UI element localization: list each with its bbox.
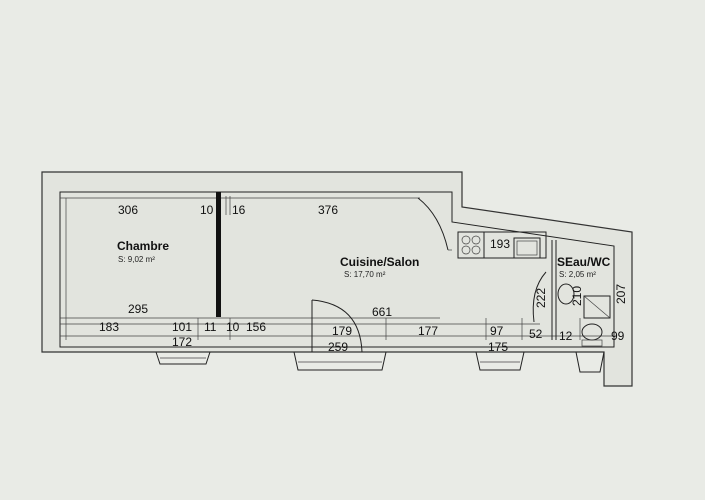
- dim-210: 210: [570, 286, 584, 306]
- dim-11: 11: [204, 320, 217, 334]
- dim-172: 172: [172, 335, 192, 349]
- dim-52: 52: [529, 327, 543, 341]
- dim-295: 295: [128, 302, 148, 316]
- window-kitchen: [475, 351, 525, 371]
- dim-222: 222: [534, 288, 548, 308]
- room-area-chambre: S: 9,02 m²: [118, 255, 155, 264]
- room-name-cuisine: Cuisine/Salon: [340, 255, 419, 269]
- dim-259: 259: [328, 340, 348, 354]
- dim-10-bottom: 10: [226, 320, 240, 334]
- window-living: [293, 351, 387, 371]
- dim-177: 177: [418, 324, 438, 338]
- dim-10-top: 10: [200, 203, 214, 217]
- room-name-chambre: Chambre: [117, 239, 169, 253]
- shower-icon: [583, 295, 611, 319]
- window-bedroom: [155, 351, 211, 365]
- bathroom-partition: [532, 240, 557, 340]
- window-bath: [575, 351, 605, 373]
- interior-lines: [60, 197, 614, 340]
- dim-175: 175: [488, 340, 508, 354]
- dim-12: 12: [559, 329, 573, 343]
- dim-99: 99: [611, 329, 625, 343]
- dim-156: 156: [246, 320, 266, 334]
- dim-183: 183: [99, 320, 119, 334]
- room-name-seau: SEau/WC: [557, 255, 611, 269]
- partition-wall: [216, 192, 231, 317]
- dim-16: 16: [232, 203, 246, 217]
- entry-door: [311, 299, 363, 353]
- dim-97: 97: [490, 324, 504, 338]
- dim-376: 376: [318, 203, 338, 217]
- sink-icon: [513, 237, 541, 259]
- dim-179: 179: [332, 324, 352, 338]
- outer-walls: [41, 171, 633, 387]
- dim-101: 101: [172, 320, 192, 334]
- room-area-cuisine: S: 17,70 m²: [344, 270, 386, 279]
- room-area-seau: S: 2,05 m²: [559, 270, 596, 279]
- dim-193: 193: [490, 237, 510, 251]
- toilet-icon: [581, 323, 603, 347]
- bath-sink-icon: [557, 283, 575, 305]
- dim-306: 306: [118, 203, 138, 217]
- dim-207: 207: [614, 284, 628, 304]
- dim-661: 661: [372, 305, 392, 319]
